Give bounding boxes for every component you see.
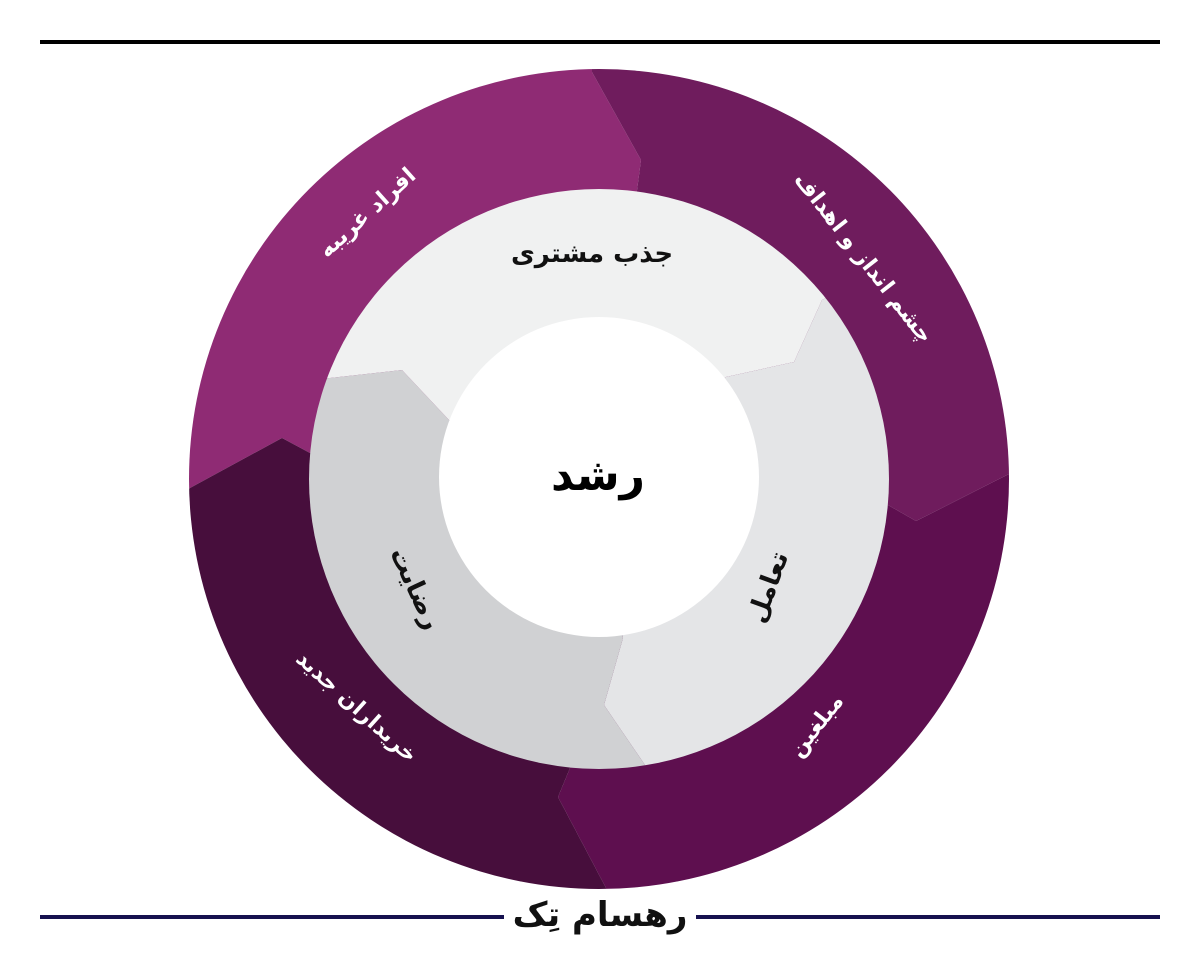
center-label: رشد <box>551 450 645 501</box>
center-disc <box>439 317 759 637</box>
footer-rule-left <box>40 915 504 919</box>
brand-logo-text: رهسام تِک <box>512 895 688 935</box>
inner-label-attract: جذب مشتری <box>511 239 673 269</box>
header-rule <box>40 40 1160 44</box>
footer-rule-right <box>696 915 1160 919</box>
